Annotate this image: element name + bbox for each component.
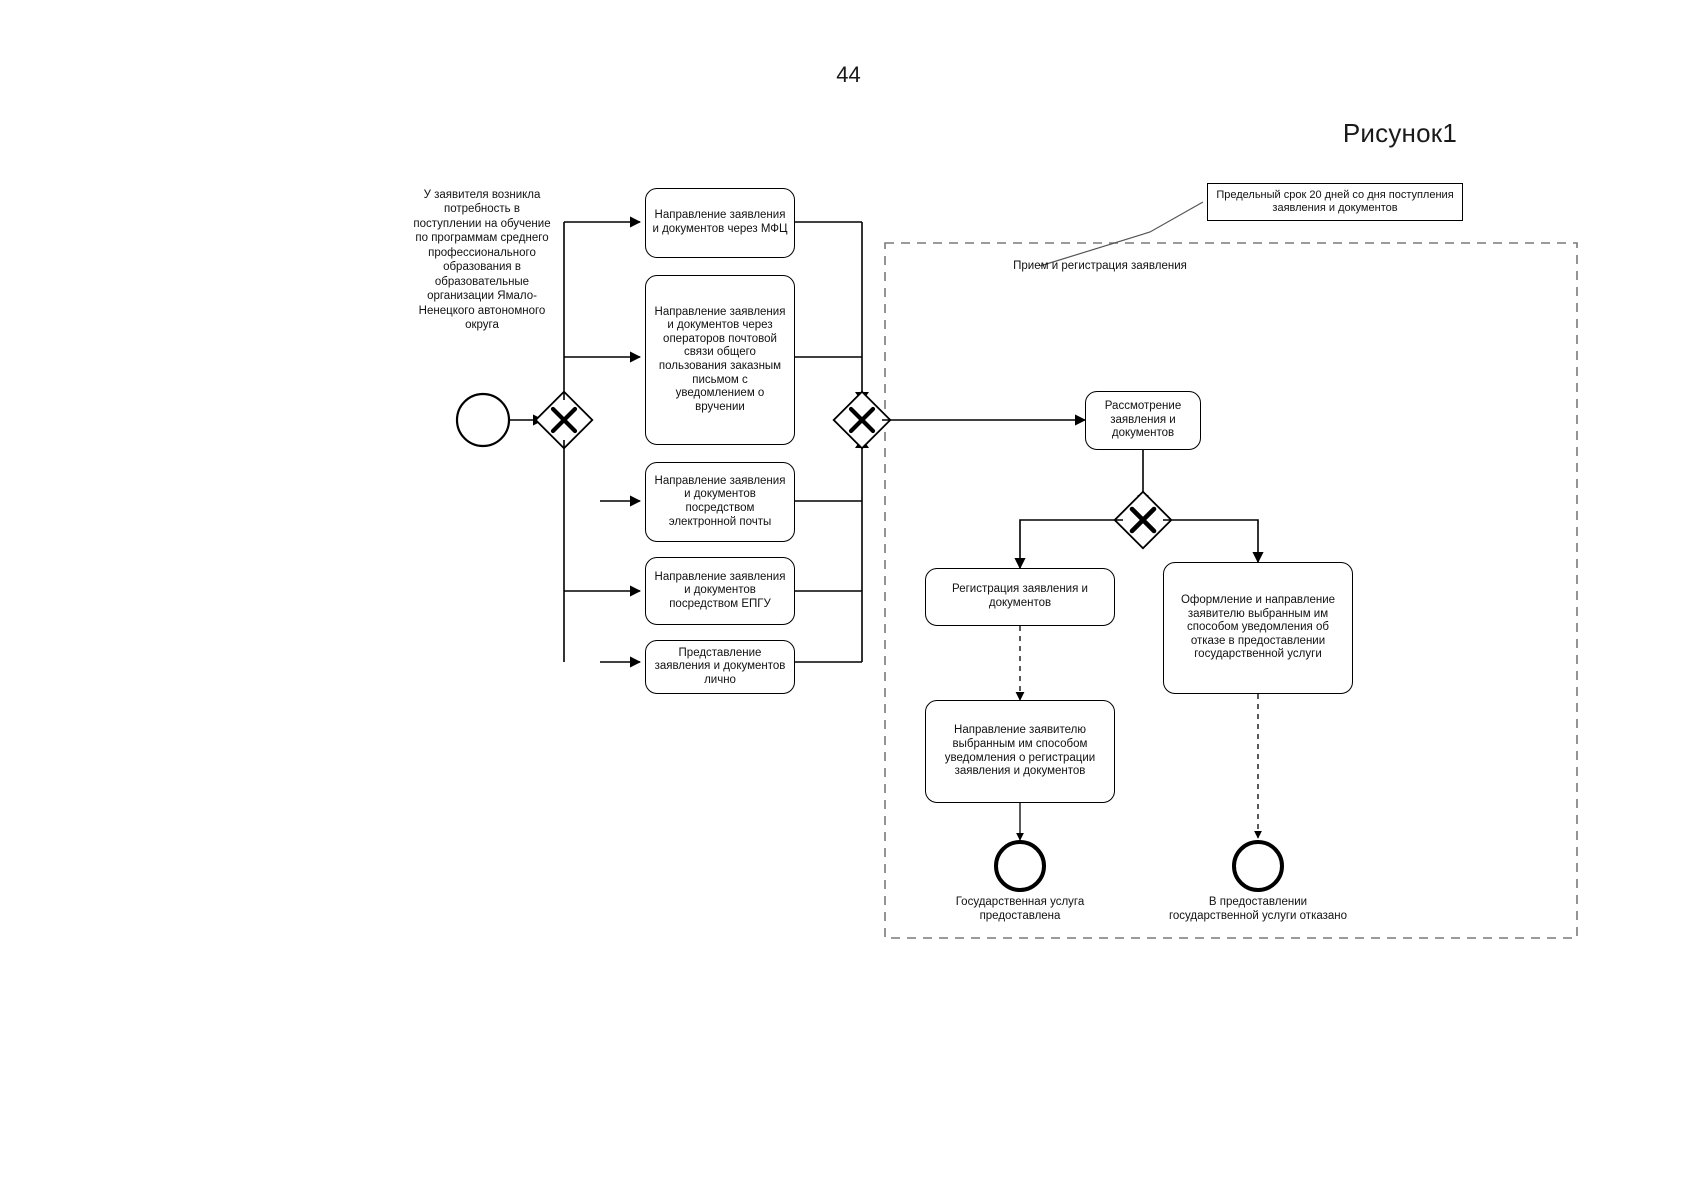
pool-label: Прием и регистрация заявления xyxy=(1013,260,1187,272)
trigger-note: У заявителя возникла потребность в посту… xyxy=(413,189,551,332)
end-event-service-provided-label: Государственная услуга предоставлена xyxy=(955,896,1085,923)
task-review-application[interactable]: Рассмотрение заявления и документов xyxy=(1085,391,1201,450)
end-event-service-refused-label: В предоставлении государственной услуги … xyxy=(1168,896,1348,923)
task-submit-via-epgu[interactable]: Направление заявления и документов посре… xyxy=(645,557,795,625)
deadline-annotation: Предельный срок 20 дней со дня поступлен… xyxy=(1207,183,1463,221)
task-registration-notice[interactable]: Направление заявителю выбранным им спосо… xyxy=(925,700,1115,803)
task-submit-via-mfc[interactable]: Направление заявления и документов через… xyxy=(645,188,795,258)
task-refusal-notice[interactable]: Оформление и направление заявителю выбра… xyxy=(1163,562,1353,694)
page-number: 44 xyxy=(836,62,861,87)
task-register-application[interactable]: Регистрация заявления и документов xyxy=(925,568,1115,626)
task-submit-in-person[interactable]: Представление заявления и документов лич… xyxy=(645,640,795,694)
task-submit-via-email[interactable]: Направление заявления и документов посре… xyxy=(645,462,795,542)
task-submit-via-post[interactable]: Направление заявления и документов через… xyxy=(645,275,795,445)
figure-caption: Рисунок1 xyxy=(1342,118,1457,148)
